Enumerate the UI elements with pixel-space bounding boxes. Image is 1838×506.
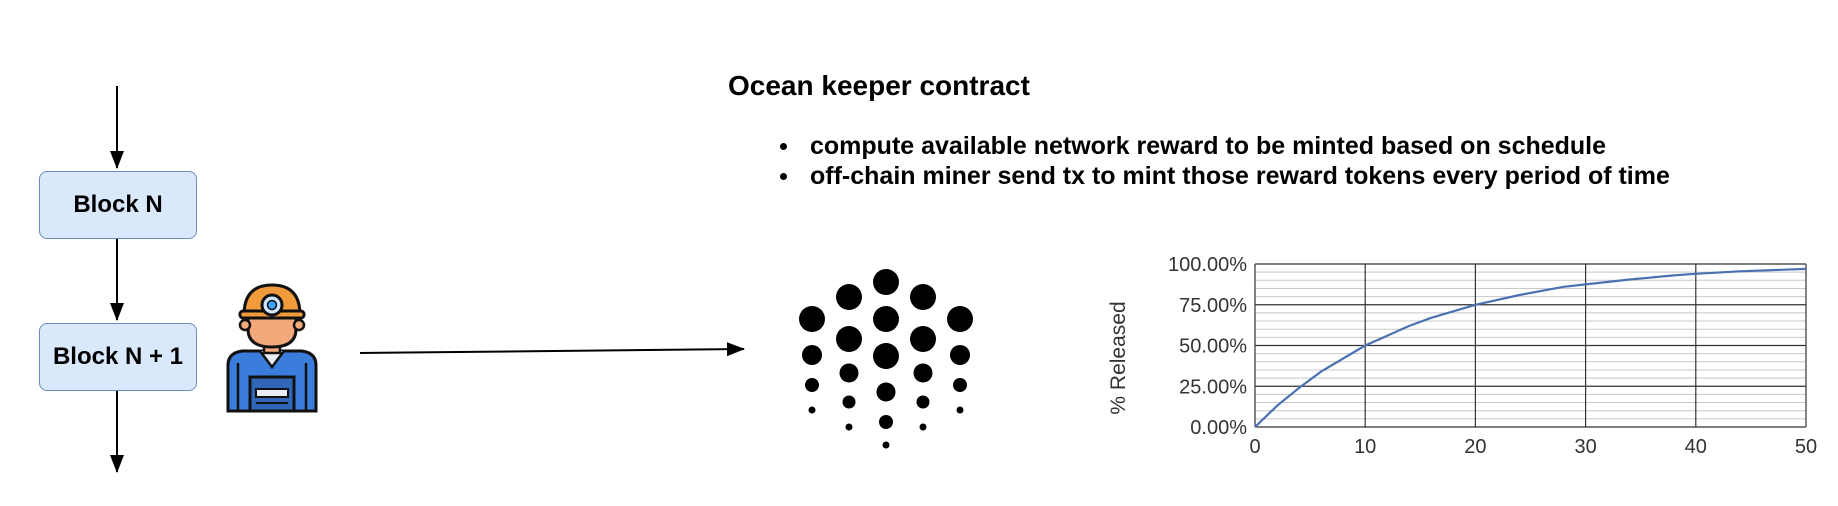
x-tick-label: 10 [1354,436,1376,458]
miner-icon [226,283,318,413]
bullet-item: compute available network reward to be m… [780,131,1670,161]
x-tick-label: 30 [1574,436,1596,458]
x-tick-label: 0 [1249,436,1260,458]
y-tick-label: 100.00% [1168,254,1247,276]
bullet-item: off-chain miner send tx to mint those re… [780,161,1670,191]
series-line [1254,267,1807,428]
y-tick-label: 75.00% [1179,295,1247,317]
y-tick-label: 0.00% [1190,417,1247,439]
chart-y-axis-label: % Released [1107,301,1130,414]
contract-title: Ocean keeper contract [728,70,1030,101]
y-tick-label: 50.00% [1179,336,1247,358]
block-n-plus-1: Block N + 1 [39,323,197,391]
arrow-miner-to-contract [359,342,745,357]
x-tick-label: 40 [1685,436,1707,458]
ocean-protocol-logo [799,269,973,449]
y-tick-label: 25.00% [1179,376,1247,398]
x-tick-label: 50 [1795,436,1817,458]
x-tick-label: 20 [1464,436,1486,458]
contract-bullets: compute available network reward to be m… [780,131,1670,191]
block-n: Block N [39,171,197,239]
